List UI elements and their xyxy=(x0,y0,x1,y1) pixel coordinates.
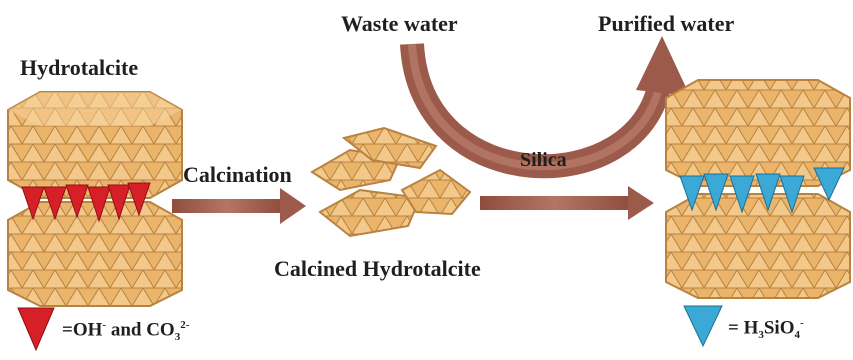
waste-water-label: Waste water xyxy=(341,13,458,35)
legend-co-charge: 2- xyxy=(180,319,189,331)
legend-anion-mid: and CO xyxy=(106,319,175,340)
adsorption-arrow xyxy=(480,186,654,220)
calcined-hydrotalcite-flakes xyxy=(312,128,470,236)
hydrotalcite-top-slab xyxy=(8,92,182,198)
legend-anion-text: =OH- and CO32- xyxy=(62,320,189,343)
legend-red-anion-icon xyxy=(18,308,54,350)
calcination-arrow xyxy=(172,188,306,224)
water-flow-arrow xyxy=(412,36,690,166)
legend-silicate-text: = H3SiO4- xyxy=(728,318,804,341)
calcined-hydrotalcite-label: Calcined Hydrotalcite xyxy=(274,258,481,280)
hydrotalcite-label: Hydrotalcite xyxy=(20,57,138,79)
calcination-label: Calcination xyxy=(183,164,292,186)
hydrotalcite-bottom-slab xyxy=(8,202,182,306)
legend-silicate-prefix: = H xyxy=(728,317,758,338)
purified-water-label: Purified water xyxy=(598,13,734,35)
legend-silicate-charge: - xyxy=(800,317,804,329)
legend-anion-prefix: =OH xyxy=(62,319,102,340)
legend-co-subscript: 3 xyxy=(175,331,181,343)
legend-blue-silicate-icon xyxy=(684,306,722,346)
legend-silicate-mid: SiO xyxy=(764,317,795,338)
loaded-hydrotalcite-bottom-slab xyxy=(666,194,850,298)
silica-label: Silica xyxy=(520,150,567,170)
legend-o-subscript: 4 xyxy=(794,329,800,341)
